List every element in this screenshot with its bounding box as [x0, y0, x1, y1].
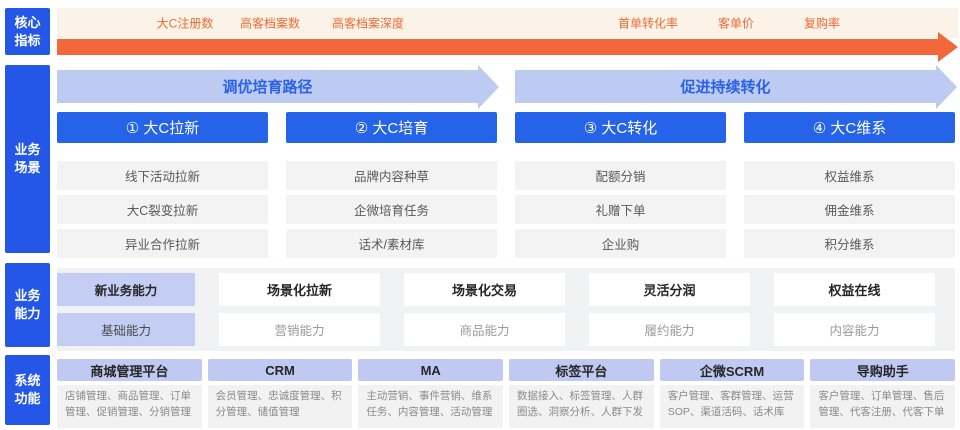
kpi-arrow-head-icon [938, 32, 958, 62]
system-header: 导购助手 [810, 359, 956, 381]
scenario-header: ④ 大C维系 [744, 112, 955, 143]
kpi-arrow [57, 39, 938, 55]
scenario-item: 企业购 [515, 229, 726, 258]
capability-item: 灵活分润 [589, 273, 750, 306]
capabilities-panel: 新业务能力 场景化拉新 场景化交易 灵活分润 权益在线 基础能力 营销能力 商品… [57, 268, 955, 351]
capability-lead-new: 新业务能力 [57, 273, 195, 306]
system-column-crm: CRM 会员管理、忠诚度管理、积分管理、储值管理 [207, 359, 353, 428]
capability-item: 营销能力 [219, 313, 380, 346]
system-column-scrm: 企微SCRM 客户管理、客群管理、运营SOP、渠道活码、话术库 [659, 359, 805, 428]
scenario-header: ③ 大C转化 [515, 112, 726, 143]
systems-row: 商城管理平台 店铺管理、商品管理、订单管理、促销管理、分销管理 CRM 会员管理… [57, 359, 956, 428]
system-column-ma: MA 主动营销、事件营销、维系任务、内容管理、活动管理 [358, 359, 504, 428]
system-header: 企微SCRM [659, 359, 805, 381]
capability-item: 商品能力 [404, 313, 565, 346]
metrics-band: 大C注册数 高客档案数 高客档案深度 首单转化率 客单价 复购率 [57, 8, 958, 38]
scenario-column-nurture: ② 大C培育 品牌内容种草 企微培育任务 话术/素材库 [286, 112, 497, 258]
scenario-item: 积分维系 [744, 229, 955, 258]
scenario-item: 权益维系 [744, 161, 955, 190]
system-header: CRM [207, 359, 353, 381]
system-desc: 数据接入、标签管理、人群圈选、洞察分析、人群下发 [509, 385, 654, 428]
capability-lead-base: 基础能力 [57, 313, 195, 346]
capability-item: 场景化交易 [404, 273, 565, 306]
system-column-tag-platform: 标签平台 数据接入、标签管理、人群圈选、洞察分析、人群下发 [509, 359, 654, 428]
metric-item: 大C注册数 [156, 16, 214, 31]
scenario-item: 品牌内容种草 [286, 161, 497, 190]
system-column-guide-assistant: 导购助手 客户管理、订单管理、售后管理、代客注册、代客下单 [810, 359, 956, 428]
system-desc: 客户管理、订单管理、售后管理、代客注册、代客下单 [810, 385, 956, 428]
sidebar-label-system-functions: 系统 功能 [5, 355, 50, 425]
system-header: 商城管理平台 [57, 359, 202, 381]
metric-item: 客单价 [717, 16, 755, 31]
scenario-item: 配额分销 [515, 161, 726, 190]
scenario-column-conversion: ③ 大C转化 配额分销 礼赠下单 企业购 [515, 112, 726, 258]
capability-item: 履约能力 [589, 313, 750, 346]
system-column-mall: 商城管理平台 店铺管理、商品管理、订单管理、促销管理、分销管理 [57, 359, 202, 428]
metric-item: 首单转化率 [617, 16, 679, 31]
sidebar-label-core-metrics: 核心 指标 [5, 8, 50, 55]
system-desc: 店铺管理、商品管理、订单管理、促销管理、分销管理 [57, 385, 202, 428]
metric-item: 高客档案数 [239, 16, 301, 31]
scenario-item: 礼赠下单 [515, 195, 726, 224]
capability-item: 场景化拉新 [219, 273, 380, 306]
system-desc: 客户管理、客群管理、运营SOP、渠道活码、话术库 [659, 385, 805, 428]
scenario-item: 大C裂变拉新 [57, 195, 268, 224]
scenario-item: 线下活动拉新 [57, 161, 268, 190]
system-desc: 会员管理、忠诚度管理、积分管理、储值管理 [207, 385, 353, 428]
phase-arrow-nurture: 调优培育路径 [57, 70, 478, 103]
scenario-column-acquisition: ① 大C拉新 线下活动拉新 大C裂变拉新 异业合作拉新 [57, 112, 268, 258]
system-desc: 主动营销、事件营销、维系任务、内容管理、活动管理 [358, 385, 504, 428]
sidebar-label-business-capabilities: 业务 能力 [5, 263, 50, 347]
capability-item: 权益在线 [774, 273, 935, 306]
scenario-item: 佣金维系 [744, 195, 955, 224]
sidebar-label-business-scenarios: 业务 场景 [5, 65, 50, 253]
scenario-item: 企微培育任务 [286, 195, 497, 224]
metric-item: 复购率 [803, 16, 841, 31]
system-header: 标签平台 [509, 359, 654, 381]
scenario-header: ① 大C拉新 [57, 112, 268, 143]
metric-item: 高客档案深度 [331, 16, 405, 31]
scenario-header: ② 大C培育 [286, 112, 497, 143]
capability-item: 内容能力 [774, 313, 935, 346]
scenario-item: 异业合作拉新 [57, 229, 268, 258]
scenario-column-retention: ④ 大C维系 权益维系 佣金维系 积分维系 [744, 112, 955, 258]
phase-arrow-conversion: 促进持续转化 [515, 70, 936, 103]
system-header: MA [358, 359, 504, 381]
scenario-item: 话术/素材库 [286, 229, 497, 258]
